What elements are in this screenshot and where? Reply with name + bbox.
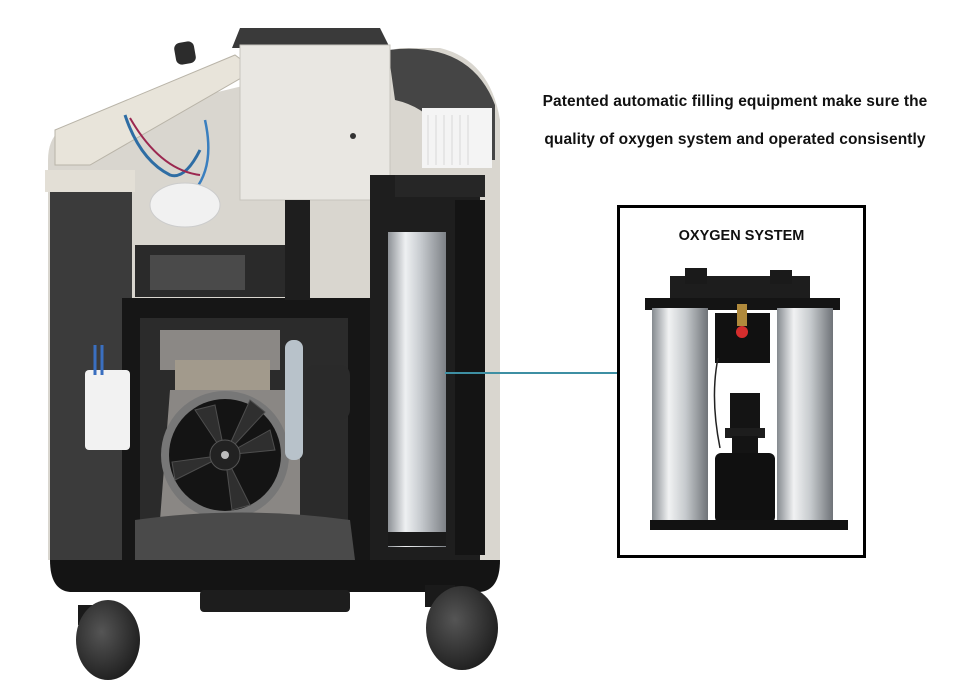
callout-leader-line <box>445 372 618 374</box>
oxygen-concentrator-photo <box>45 28 500 680</box>
caption-line-1: Patented automatic filling equipment mak… <box>542 93 928 110</box>
oxygen-system-photo <box>645 268 848 530</box>
oxygen-system-inset: OXYGEN SYSTEM <box>617 205 866 558</box>
inset-title: OXYGEN SYSTEM <box>678 228 805 244</box>
caption-line-2: quality of oxygen system and operated co… <box>544 131 926 148</box>
